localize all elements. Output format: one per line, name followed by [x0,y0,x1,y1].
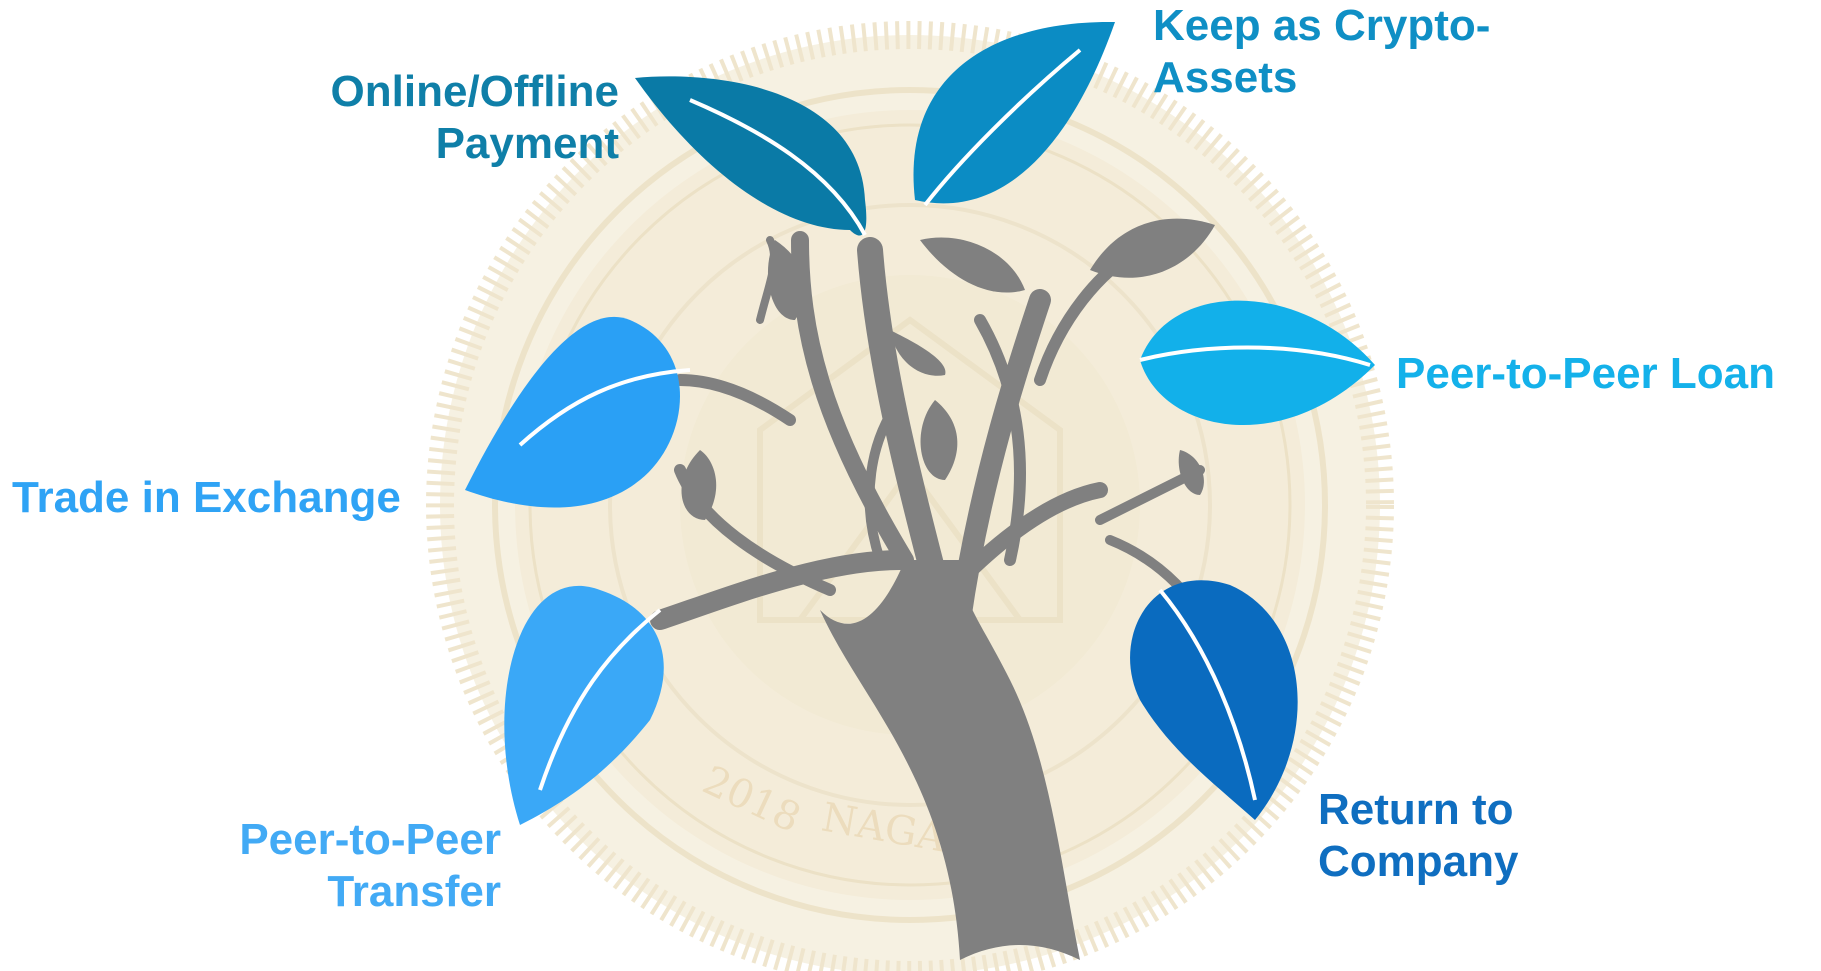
leaf-keep-crypto [913,21,1115,207]
label-keep-crypto: Keep as Crypto- Assets [1153,0,1490,104]
label-return-company-line2: Company [1318,837,1519,886]
label-online-payment-line1: Online/Offline [330,67,619,116]
label-trade-exchange-line1: Trade in Exchange [12,473,401,522]
label-online-payment: Online/Offline Payment [331,66,619,170]
label-return-company-line1: Return to [1318,785,1514,834]
leaf-online-payment [635,76,867,236]
label-p2p-transfer-line1: Peer-to-Peer [239,815,501,864]
label-p2p-loan-line1: Peer-to-Peer Loan [1396,349,1775,398]
label-p2p-loan: Peer-to-Peer Loan [1396,348,1775,400]
gray-leaves [681,218,1215,520]
leaf-return-company [1130,580,1298,820]
leaf-p2p-transfer [504,585,664,825]
label-keep-crypto-line2: Assets [1153,53,1298,102]
label-p2p-transfer: Peer-to-Peer Transfer [239,814,501,918]
label-p2p-transfer-line2: Transfer [327,867,501,916]
label-trade-exchange: Trade in Exchange [12,472,401,524]
label-return-company: Return to Company [1318,784,1518,888]
leaf-trade-exchange [465,316,691,508]
label-online-payment-line2: Payment [435,119,619,168]
label-keep-crypto-line1: Keep as Crypto- [1153,1,1491,50]
leaf-p2p-loan [1139,300,1375,426]
